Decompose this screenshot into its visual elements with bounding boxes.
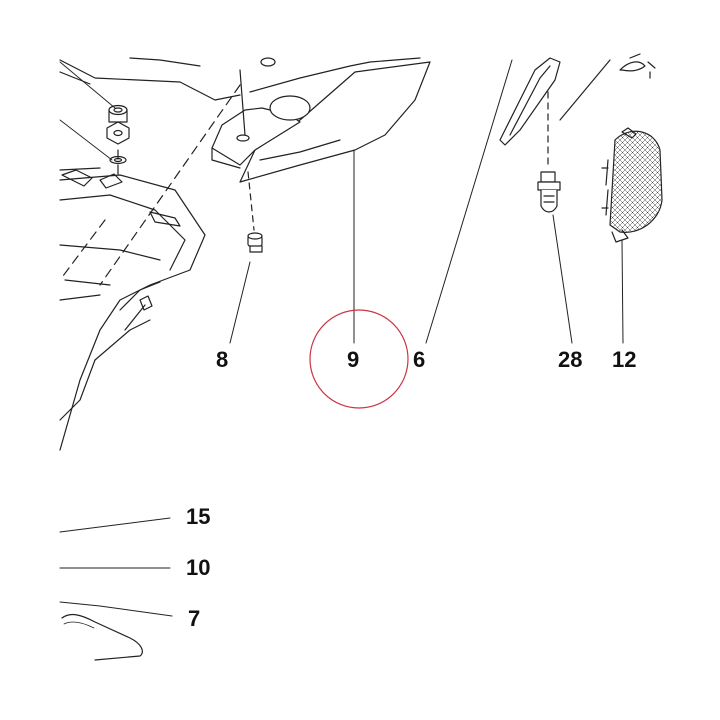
callout-6: 6	[413, 347, 426, 372]
callout-12: 12	[612, 347, 637, 372]
part-7-outline	[61, 613, 143, 661]
callout-7: 7	[188, 606, 201, 631]
part-7-edge	[63, 621, 95, 629]
grille-part-12	[601, 127, 663, 243]
dashed-leaders	[59, 84, 241, 286]
cover-panel-part-9	[211, 57, 431, 183]
leader-lines-top	[229, 59, 624, 344]
highlight-circle	[309, 309, 409, 409]
fastener-part-28	[537, 91, 561, 213]
screw-part-8	[247, 171, 263, 253]
side-trim-part-6	[499, 53, 656, 146]
nut-washer-stack	[106, 104, 130, 165]
ref-line-top	[59, 61, 116, 109]
body-frame	[59, 57, 241, 451]
callout-15: 15	[186, 504, 211, 529]
leader-lines-left	[59, 517, 173, 617]
ref-line-mid	[59, 119, 113, 161]
callout-28: 28	[558, 347, 583, 372]
callout-8: 8	[216, 347, 229, 372]
callout-10: 10	[186, 555, 211, 580]
callout-9: 9	[347, 347, 360, 372]
